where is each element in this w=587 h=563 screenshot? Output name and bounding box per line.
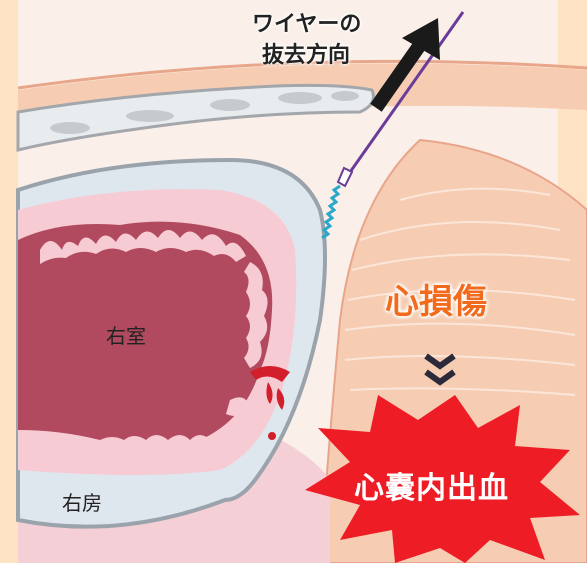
pericardial-hemorrhage-label: 心嚢内出血 (354, 471, 509, 506)
rib-mark (210, 99, 250, 111)
right-atrium-label: 右房 (62, 491, 102, 515)
ventricle-cavity (18, 221, 273, 448)
rib-mark (126, 110, 174, 122)
guidewire-icon (346, 11, 465, 176)
chest-wall-edge (17, 59, 587, 90)
rib-mark (331, 91, 359, 101)
cardiac-injury-label: 心損傷 (385, 282, 487, 322)
injury-site (250, 366, 290, 382)
starburst-icon (305, 395, 580, 563)
arrow-icon (370, 18, 440, 112)
wire-direction-label-line2: 抜去方向 (262, 43, 351, 68)
blood-drop (276, 388, 285, 410)
wire-direction-label-line1: ワイヤーの (252, 12, 362, 37)
coil-icon (321, 184, 341, 240)
blood-drop (268, 432, 276, 440)
rib-mark (50, 122, 90, 134)
muscle-fibers (344, 187, 576, 396)
wire-tip (336, 166, 354, 188)
chevron-double-down-icon (424, 353, 456, 386)
right-ventricle-label: 右室 (106, 324, 146, 348)
trabeculae (40, 230, 268, 457)
rib-mark (278, 92, 322, 104)
blood-drop (266, 382, 273, 404)
